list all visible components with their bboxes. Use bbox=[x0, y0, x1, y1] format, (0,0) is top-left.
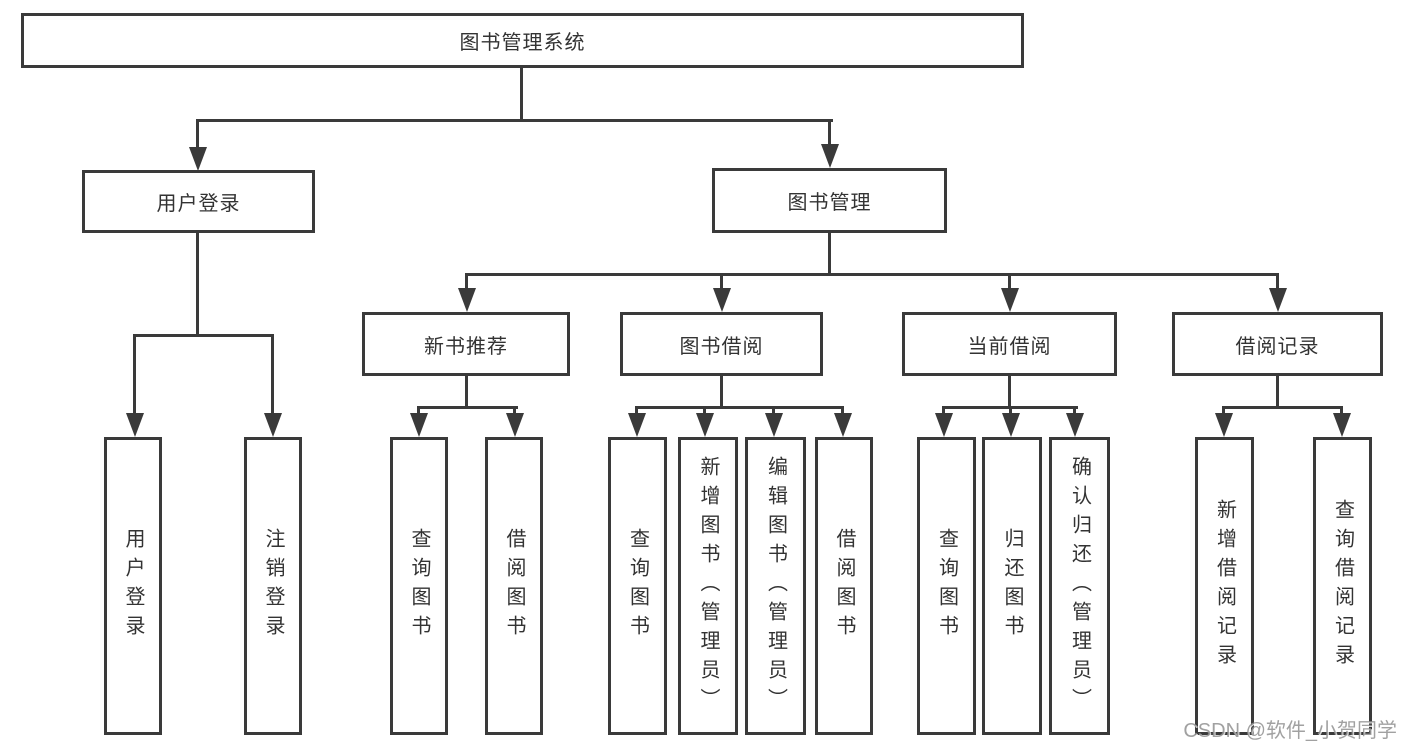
leaf-bb-borrow-books-label: 借阅图书 bbox=[833, 528, 855, 644]
node-borrow-records: 借阅记录 bbox=[1172, 312, 1383, 376]
arrow-down-icon bbox=[1333, 413, 1351, 437]
arrow-down-icon bbox=[506, 413, 524, 437]
leaf-bb-query-books: 查询图书 bbox=[608, 437, 667, 735]
arrow-down-icon bbox=[1001, 288, 1019, 312]
csdn-watermark: CSDN @软件_小贺同学 bbox=[1183, 720, 1397, 742]
connector-current-borrow-stub bbox=[1008, 376, 1011, 409]
node-book-borrow: 图书借阅 bbox=[620, 312, 823, 376]
connector-shaft-new-book-rec bbox=[465, 273, 468, 295]
leaf-nbr-query-books: 查询图书 bbox=[390, 437, 448, 735]
node-new-book-rec: 新书推荐 bbox=[362, 312, 570, 376]
leaf-br-query-record: 查询借阅记录 bbox=[1313, 437, 1372, 735]
connector-shaft-login bbox=[133, 334, 136, 418]
leaf-br-query-record-label: 查询借阅记录 bbox=[1331, 499, 1354, 673]
node-root: 图书管理系统 bbox=[21, 13, 1024, 68]
arrow-down-icon bbox=[765, 413, 783, 437]
leaf-cb-query-books: 查询图书 bbox=[917, 437, 976, 735]
connector-shaft-borrow-records bbox=[1276, 273, 1279, 295]
leaf-cb-confirm-return-admin: 确认归还（管理员） bbox=[1049, 437, 1110, 735]
arrow-down-icon bbox=[1002, 413, 1020, 437]
leaf-bb-add-books-admin: 新增图书（管理员） bbox=[678, 437, 738, 735]
leaf-bb-edit-books-admin: 编辑图书（管理员） bbox=[745, 437, 806, 735]
node-book-mgmt: 图书管理 bbox=[712, 168, 947, 233]
connector-level2-rail bbox=[196, 119, 833, 122]
connector-borrow-records-stub bbox=[1276, 376, 1279, 409]
leaf-nbr-borrow-books: 借阅图书 bbox=[485, 437, 543, 735]
connector-shaft-book-borrow bbox=[720, 273, 723, 295]
leaf-logout: 注销登录 bbox=[244, 437, 302, 735]
node-borrow-records-label: 借阅记录 bbox=[1235, 335, 1320, 358]
arrow-down-icon bbox=[696, 413, 714, 437]
arrow-down-icon bbox=[1215, 413, 1233, 437]
leaf-logout-label: 注销登录 bbox=[262, 528, 284, 644]
arrow-down-icon bbox=[628, 413, 646, 437]
leaf-user-login: 用户登录 bbox=[104, 437, 162, 735]
connector-book-borrow-stub bbox=[720, 376, 723, 409]
connector-user-login-rail bbox=[133, 334, 274, 337]
connector-shaft-book-mgmt bbox=[828, 119, 831, 151]
arrow-down-icon bbox=[264, 413, 282, 437]
arrow-down-icon bbox=[458, 288, 476, 312]
arrow-down-icon bbox=[713, 288, 731, 312]
arrow-down-icon bbox=[834, 413, 852, 437]
arrow-down-icon bbox=[821, 144, 839, 168]
node-user-login: 用户登录 bbox=[82, 170, 315, 233]
node-book-borrow-label: 图书借阅 bbox=[679, 335, 764, 358]
node-root-label: 图书管理系统 bbox=[459, 32, 586, 54]
leaf-user-login-label: 用户登录 bbox=[122, 528, 144, 644]
connector-book-borrow-rail bbox=[635, 406, 844, 409]
leaf-nbr-query-books-label: 查询图书 bbox=[408, 528, 430, 644]
node-user-login-label: 用户登录 bbox=[156, 193, 241, 215]
leaf-br-add-record-label: 新增借阅记录 bbox=[1213, 499, 1236, 673]
connector-shaft-logout bbox=[271, 334, 274, 418]
arrow-down-icon bbox=[410, 413, 428, 437]
arrow-down-icon bbox=[126, 413, 144, 437]
connector-new-book-rec-stub bbox=[465, 376, 468, 409]
leaf-cb-confirm-return-admin-label: 确认归还（管理员） bbox=[1068, 455, 1091, 717]
connector-shaft-current-borrow bbox=[1008, 273, 1011, 295]
leaf-bb-add-books-admin-label: 新增图书（管理员） bbox=[697, 455, 719, 717]
leaf-br-add-record: 新增借阅记录 bbox=[1195, 437, 1254, 735]
leaf-cb-return-books-label: 归还图书 bbox=[1001, 528, 1023, 644]
node-new-book-rec-label: 新书推荐 bbox=[424, 335, 508, 358]
connector-shaft-user-login bbox=[196, 119, 199, 153]
leaf-bb-query-books-label: 查询图书 bbox=[626, 528, 649, 644]
leaf-bb-edit-books-admin-label: 编辑图书（管理员） bbox=[764, 455, 787, 717]
arrow-down-icon bbox=[935, 413, 953, 437]
connector-borrow-records-rail bbox=[1222, 406, 1343, 409]
node-book-mgmt-label: 图书管理 bbox=[787, 192, 872, 214]
arrow-down-icon bbox=[189, 147, 207, 171]
leaf-bb-borrow-books: 借阅图书 bbox=[815, 437, 873, 735]
node-current-borrow-label: 当前借阅 bbox=[967, 335, 1052, 358]
leaf-cb-query-books-label: 查询图书 bbox=[935, 528, 958, 644]
leaf-cb-return-books: 归还图书 bbox=[982, 437, 1042, 735]
connector-book-mgmt-stub bbox=[828, 233, 831, 276]
connector-new-book-rec-rail bbox=[417, 406, 518, 409]
connector-user-login-stub bbox=[196, 233, 199, 337]
connector-level3-rail bbox=[465, 273, 1279, 276]
arrow-down-icon bbox=[1066, 413, 1084, 437]
node-current-borrow: 当前借阅 bbox=[902, 312, 1117, 376]
leaf-nbr-borrow-books-label: 借阅图书 bbox=[503, 528, 525, 644]
arrow-down-icon bbox=[1269, 288, 1287, 312]
connector-root-stub bbox=[520, 68, 523, 121]
